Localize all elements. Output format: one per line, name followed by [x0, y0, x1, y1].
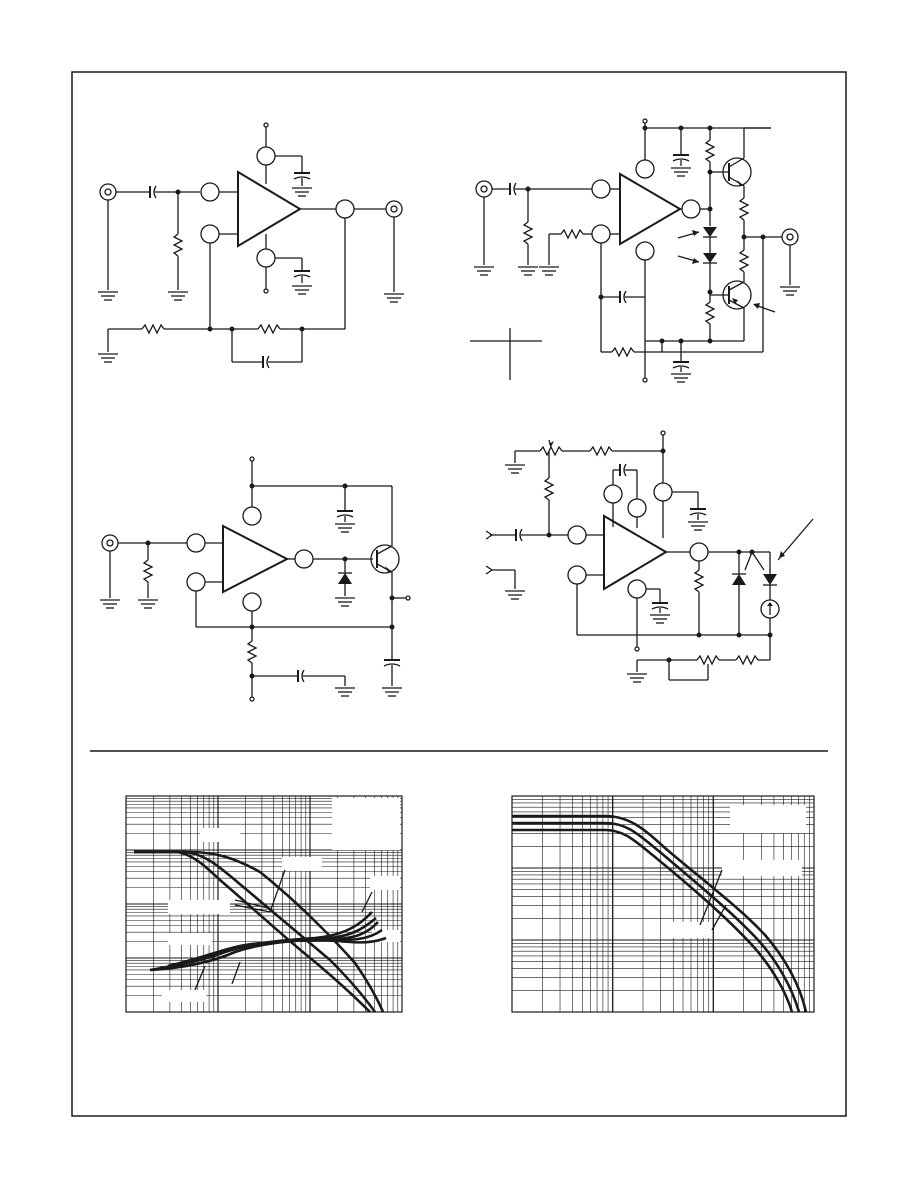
- circuit-4-schematic: [485, 430, 814, 683]
- page-frame: [71, 71, 847, 1117]
- circuit-3-schematic: [99, 456, 411, 702]
- chart-right-label-box: [722, 860, 802, 876]
- chart-left-label-box: [168, 900, 230, 914]
- chart-right: [511, 795, 815, 1013]
- chart-left-label-box: [282, 857, 322, 871]
- chart-right-label-box: [664, 922, 710, 938]
- chart-left-label-box: [332, 798, 400, 850]
- chart-right-grid: [512, 796, 814, 1012]
- chart-left-label-box: [200, 828, 240, 842]
- chart-left-label-box: [370, 876, 400, 890]
- chart-left-curves: [134, 850, 387, 1013]
- circuit-1-schematic: [97, 122, 405, 369]
- chart-left: [125, 795, 403, 1013]
- circuit-2-schematic: [470, 118, 801, 383]
- chart-right-curves: [512, 814, 808, 1013]
- chart-left-label-box: [162, 990, 206, 1002]
- chart-right-label-box: [730, 805, 806, 833]
- chart-left-label-box: [168, 933, 212, 945]
